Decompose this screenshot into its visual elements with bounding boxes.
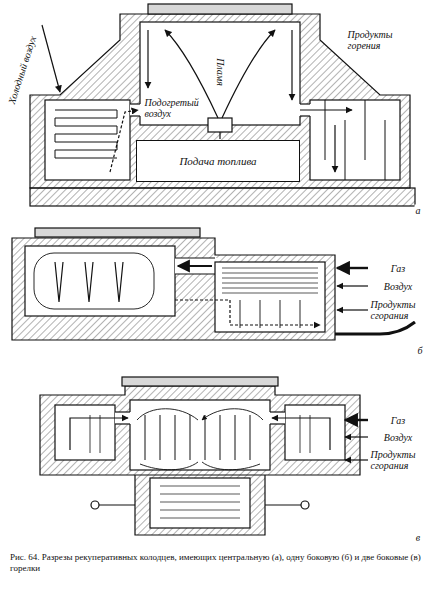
air-channel — [130, 104, 142, 116]
air-pipe — [337, 285, 368, 286]
burner — [208, 118, 232, 132]
heating-chamber — [25, 246, 175, 316]
node-text: Подача топлива — [179, 155, 256, 167]
flue-arrow — [300, 109, 352, 110]
foundation — [30, 188, 415, 206]
fuel-supply-box: Подача топлива — [136, 140, 300, 182]
panel-letter: б — [416, 345, 423, 356]
side-channel-right — [285, 405, 345, 460]
gas-circulation — [137, 409, 263, 420]
recuperator-tubes — [222, 268, 318, 293]
panel-letter: в — [415, 532, 421, 543]
flow-label: Продукты сгорания — [370, 299, 427, 321]
gas-pipe — [345, 419, 368, 421]
pit-c — [40, 377, 368, 535]
pit-a-stroke — [130, 115, 140, 116]
heating-chamber — [130, 400, 270, 470]
flow-label: Воздух — [383, 432, 413, 443]
heating-chamber — [140, 22, 300, 125]
gas-circulation — [140, 462, 260, 470]
pit-c-stroke — [115, 411, 130, 412]
pit-c-stroke — [270, 423, 285, 424]
valve — [301, 501, 309, 509]
gas-flow — [291, 30, 292, 100]
valve — [91, 501, 99, 509]
pit-a — [30, 4, 415, 206]
base — [135, 475, 265, 535]
pit-a-stroke — [300, 115, 310, 116]
flue-arrow — [175, 300, 320, 325]
lid — [122, 377, 278, 386]
cold-air-arrow — [42, 25, 60, 92]
air-arrow — [110, 110, 138, 172]
pit-c-stroke — [90, 415, 310, 453]
pit-b — [12, 228, 415, 340]
gas-pipe — [337, 267, 368, 269]
masonry — [40, 386, 360, 475]
gas-flow — [147, 30, 148, 88]
flow-label: Продукты сгорания — [370, 449, 427, 471]
burner-flame — [178, 265, 212, 267]
recuperator-right — [310, 100, 400, 180]
flue-duct — [335, 322, 415, 334]
baffles — [325, 100, 385, 180]
flow-label: Пламя — [215, 57, 226, 87]
flow-label: Подогретый воздух — [144, 97, 201, 119]
pit-a-stroke — [130, 103, 140, 104]
pit-a-stroke — [300, 103, 310, 104]
ingots — [55, 262, 123, 302]
flue-arrow — [334, 125, 335, 172]
flame-arrow — [222, 30, 275, 118]
flow-label: Газ — [390, 415, 406, 426]
flow-label: Газ — [390, 263, 406, 274]
lid — [148, 4, 292, 14]
recuperator-tubes — [55, 110, 117, 158]
gas-circulation — [34, 253, 154, 309]
valve-rod — [99, 504, 301, 505]
pit-c-stroke — [270, 411, 285, 412]
lid — [35, 228, 200, 237]
pit-b-stroke — [175, 257, 215, 258]
flue-pipe — [345, 459, 368, 460]
masonry — [30, 14, 410, 188]
flue-pipe — [337, 309, 368, 310]
masonry — [12, 238, 335, 340]
flow-label: Воздух — [383, 281, 413, 292]
pit-b-stroke — [240, 300, 300, 328]
recuperator-left — [45, 100, 130, 180]
pit-b-stroke — [175, 273, 215, 274]
pit-c-stroke — [160, 486, 240, 518]
air-pipe — [345, 436, 368, 437]
side-channel-left — [55, 405, 115, 460]
burner-port — [175, 258, 217, 274]
pit-c-stroke — [115, 423, 130, 424]
figure-caption: Рис. 64. Разрезы рекуперативных колодцев… — [10, 552, 423, 574]
recuperator — [215, 262, 325, 332]
flow-label: Холодный воздух — [6, 34, 39, 107]
burner-arrow — [272, 418, 330, 450]
flow-label: Продукты горения — [347, 29, 404, 51]
regenerator-space — [150, 478, 250, 528]
panel-letter: а — [415, 205, 422, 216]
fuel-pipe — [219, 132, 220, 139]
ingots — [145, 415, 250, 460]
burner-arrow — [70, 418, 128, 450]
